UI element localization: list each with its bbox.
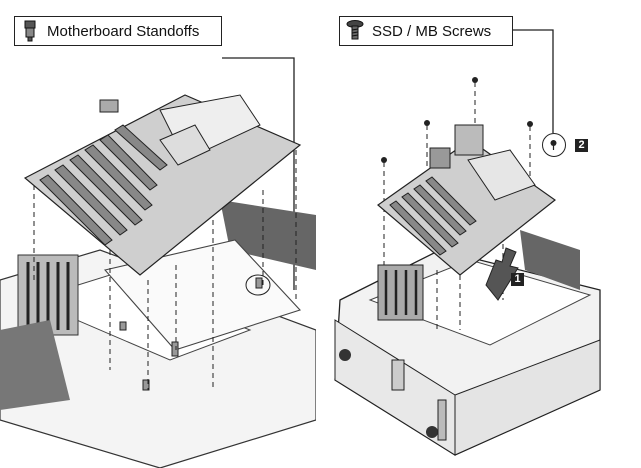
down-arrow-icon <box>485 247 519 301</box>
screw-icon <box>550 140 557 150</box>
screw-callout-circle <box>542 133 566 157</box>
screws-illustration: SSD / MB Screws <box>322 0 641 468</box>
case-chassis-left <box>0 57 316 468</box>
screws-label: SSD / MB Screws <box>339 16 513 46</box>
standoffs-label: Motherboard Standoffs <box>14 16 222 46</box>
case-chassis-right <box>334 29 601 456</box>
step-2-badge: 2 <box>575 139 588 152</box>
standoffs-label-text: Motherboard Standoffs <box>47 22 200 40</box>
standoffs-illustration: Motherboard Standoffs <box>0 0 316 468</box>
step-1-badge: 1 <box>511 273 524 286</box>
screws-label-text: SSD / MB Screws <box>372 22 492 40</box>
screw-icon <box>346 20 364 40</box>
standoff-icon <box>24 20 36 42</box>
